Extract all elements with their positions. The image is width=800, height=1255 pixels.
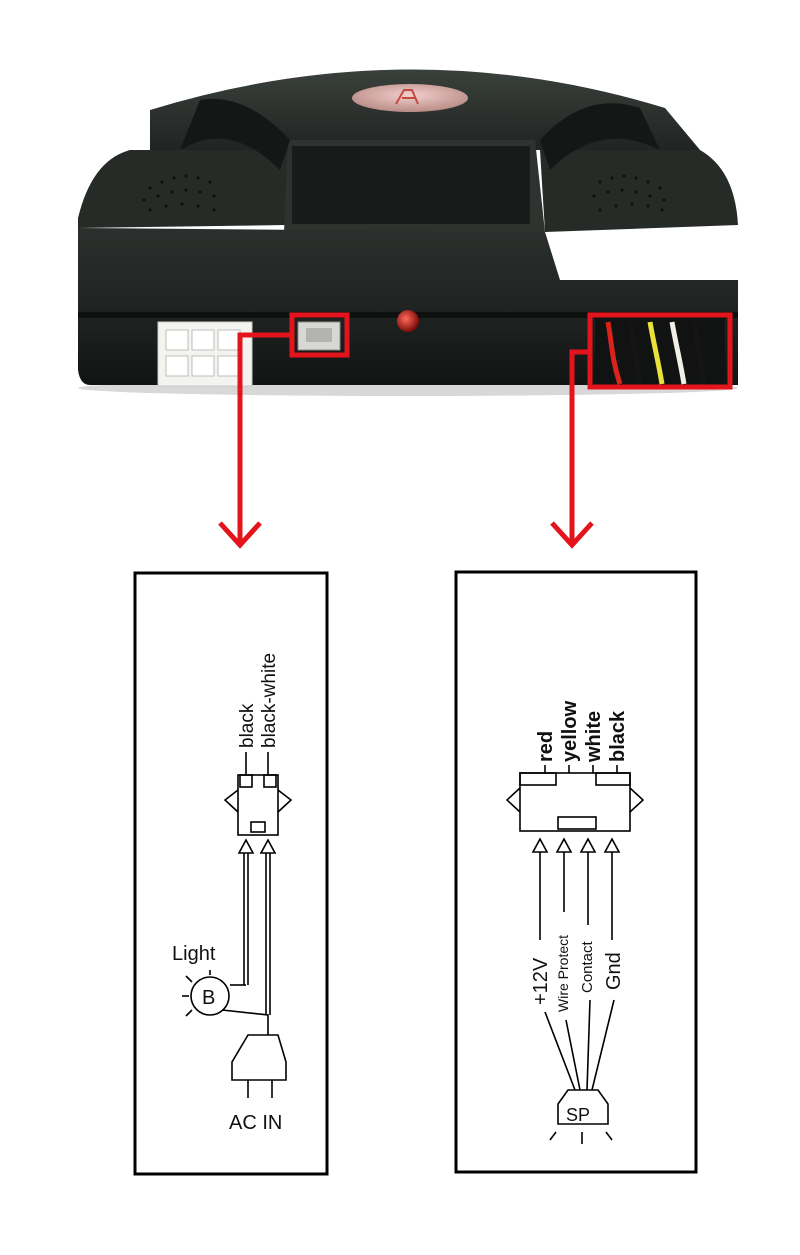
- callout-arrow-siren: [569, 349, 590, 545]
- light-bulb-icon: [182, 970, 230, 1017]
- terminal-label-contact: Contact: [579, 940, 596, 993]
- siren-wiring-diagram: red yellow white black +12V Wire Protect…: [505, 700, 645, 1144]
- wire-label-red: red: [535, 731, 557, 762]
- ac-plug-icon: [231, 1034, 287, 1098]
- speaker-label: SP: [566, 1105, 590, 1125]
- terminal-label-12v: +12V: [530, 957, 552, 1005]
- light-jack: [297, 321, 341, 351]
- siren-connector: [505, 772, 645, 832]
- wire-label-white: white: [583, 711, 605, 763]
- speaker-grille-right: [592, 174, 666, 212]
- siren-wire-bundle: [595, 318, 725, 385]
- terminal-label-gnd: Gnd: [603, 952, 625, 990]
- bulb-letter: B: [202, 987, 215, 1009]
- wire-label-yellow: yellow: [559, 700, 581, 762]
- callout-light-jack: [218, 312, 350, 549]
- siren-speaker-icon: [549, 1089, 613, 1144]
- alarm-control-unit: [78, 69, 738, 396]
- light-label: Light: [172, 943, 216, 965]
- wire-label-black-siren: black: [607, 710, 629, 762]
- power-connector: [157, 321, 253, 387]
- terminal-label-wire-protect: Wire Protect: [555, 935, 571, 1012]
- status-led: [397, 310, 419, 332]
- callout-arrow-light: [237, 332, 292, 545]
- light-wiring-panel: [133, 571, 329, 1176]
- wire-label-black: black: [237, 703, 258, 748]
- light-connector: [223, 774, 293, 836]
- siren-wiring-panel: [454, 570, 698, 1174]
- logo-badge: [352, 84, 468, 112]
- ac-in-label: AC IN: [229, 1112, 282, 1134]
- wire-label-black-white: black-white: [259, 653, 280, 748]
- callout-siren-wires: [550, 312, 733, 549]
- light-wiring-diagram: black black-white B Light: [172, 653, 293, 1134]
- speaker-grille-left: [142, 174, 216, 212]
